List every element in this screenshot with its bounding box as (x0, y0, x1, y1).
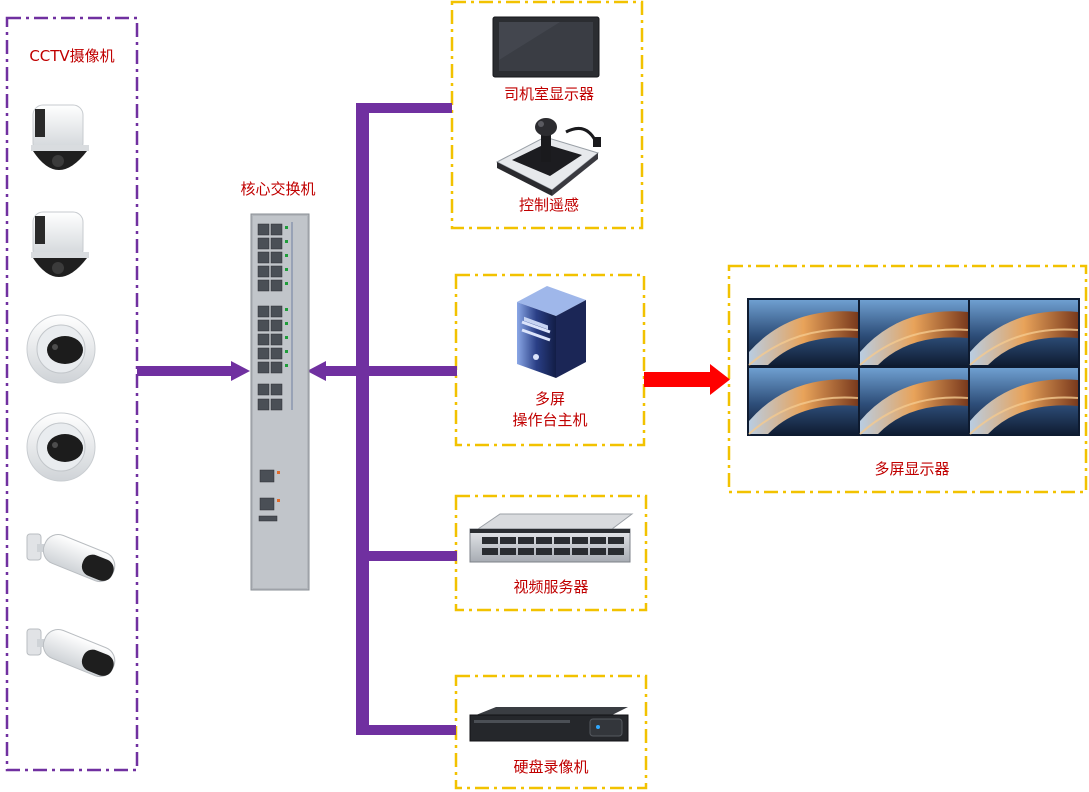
rack-server-icon (469, 513, 634, 563)
video-wall-label: 多屏显示器 (874, 460, 950, 478)
driver-monitor-label: 司机室显示器 (503, 85, 594, 103)
ptz-camera-icon (31, 104, 89, 170)
nvr-label: 硬盘录像机 (513, 758, 589, 776)
bus-to-switch-arrow (307, 361, 356, 381)
bus-to-nvr-line (356, 725, 456, 735)
video-wall-icon (747, 298, 1080, 436)
ptz-camera-icon (31, 211, 89, 277)
bus-vertical-line (356, 103, 369, 735)
server-tower-icon (517, 286, 586, 378)
driver-room-group-border (450, 0, 644, 230)
bus-to-monitor-line (356, 103, 452, 113)
core-switch-label: 核心交换机 (240, 180, 316, 198)
bus-to-video-server-line (369, 551, 457, 561)
connector-lines (356, 103, 457, 735)
operator-host-label-line1: 多屏 (534, 390, 565, 408)
dome-camera-icon (26, 314, 96, 384)
cctv-label: CCTV摄像机 (29, 47, 115, 65)
joystick-label: 控制遥感 (518, 196, 579, 214)
bullet-camera-icon (26, 533, 116, 583)
operator-host-label-line2: 操作台主机 (512, 411, 588, 429)
cctv-to-switch-arrow (137, 361, 250, 381)
host-to-video-wall-arrow (644, 364, 730, 395)
video-wall-screen (859, 300, 969, 366)
video-wall-screen (969, 300, 1079, 366)
monitor-icon (492, 16, 600, 78)
network-switch-icon (250, 213, 310, 591)
joystick-controller-icon (495, 118, 601, 196)
video-wall-screen (859, 368, 969, 435)
video-wall-screen (969, 368, 1079, 435)
cctv-group-border (5, 16, 139, 772)
video-server-label: 视频服务器 (513, 578, 589, 596)
bullet-camera-icon (26, 628, 116, 678)
nvr-recorder-icon (469, 707, 629, 742)
dome-camera-icon (26, 412, 96, 482)
operator-host-group-border (454, 273, 646, 447)
bus-to-operator-host-line (369, 366, 457, 376)
video-wall-screen (748, 300, 859, 366)
video-wall-screen (748, 368, 859, 435)
